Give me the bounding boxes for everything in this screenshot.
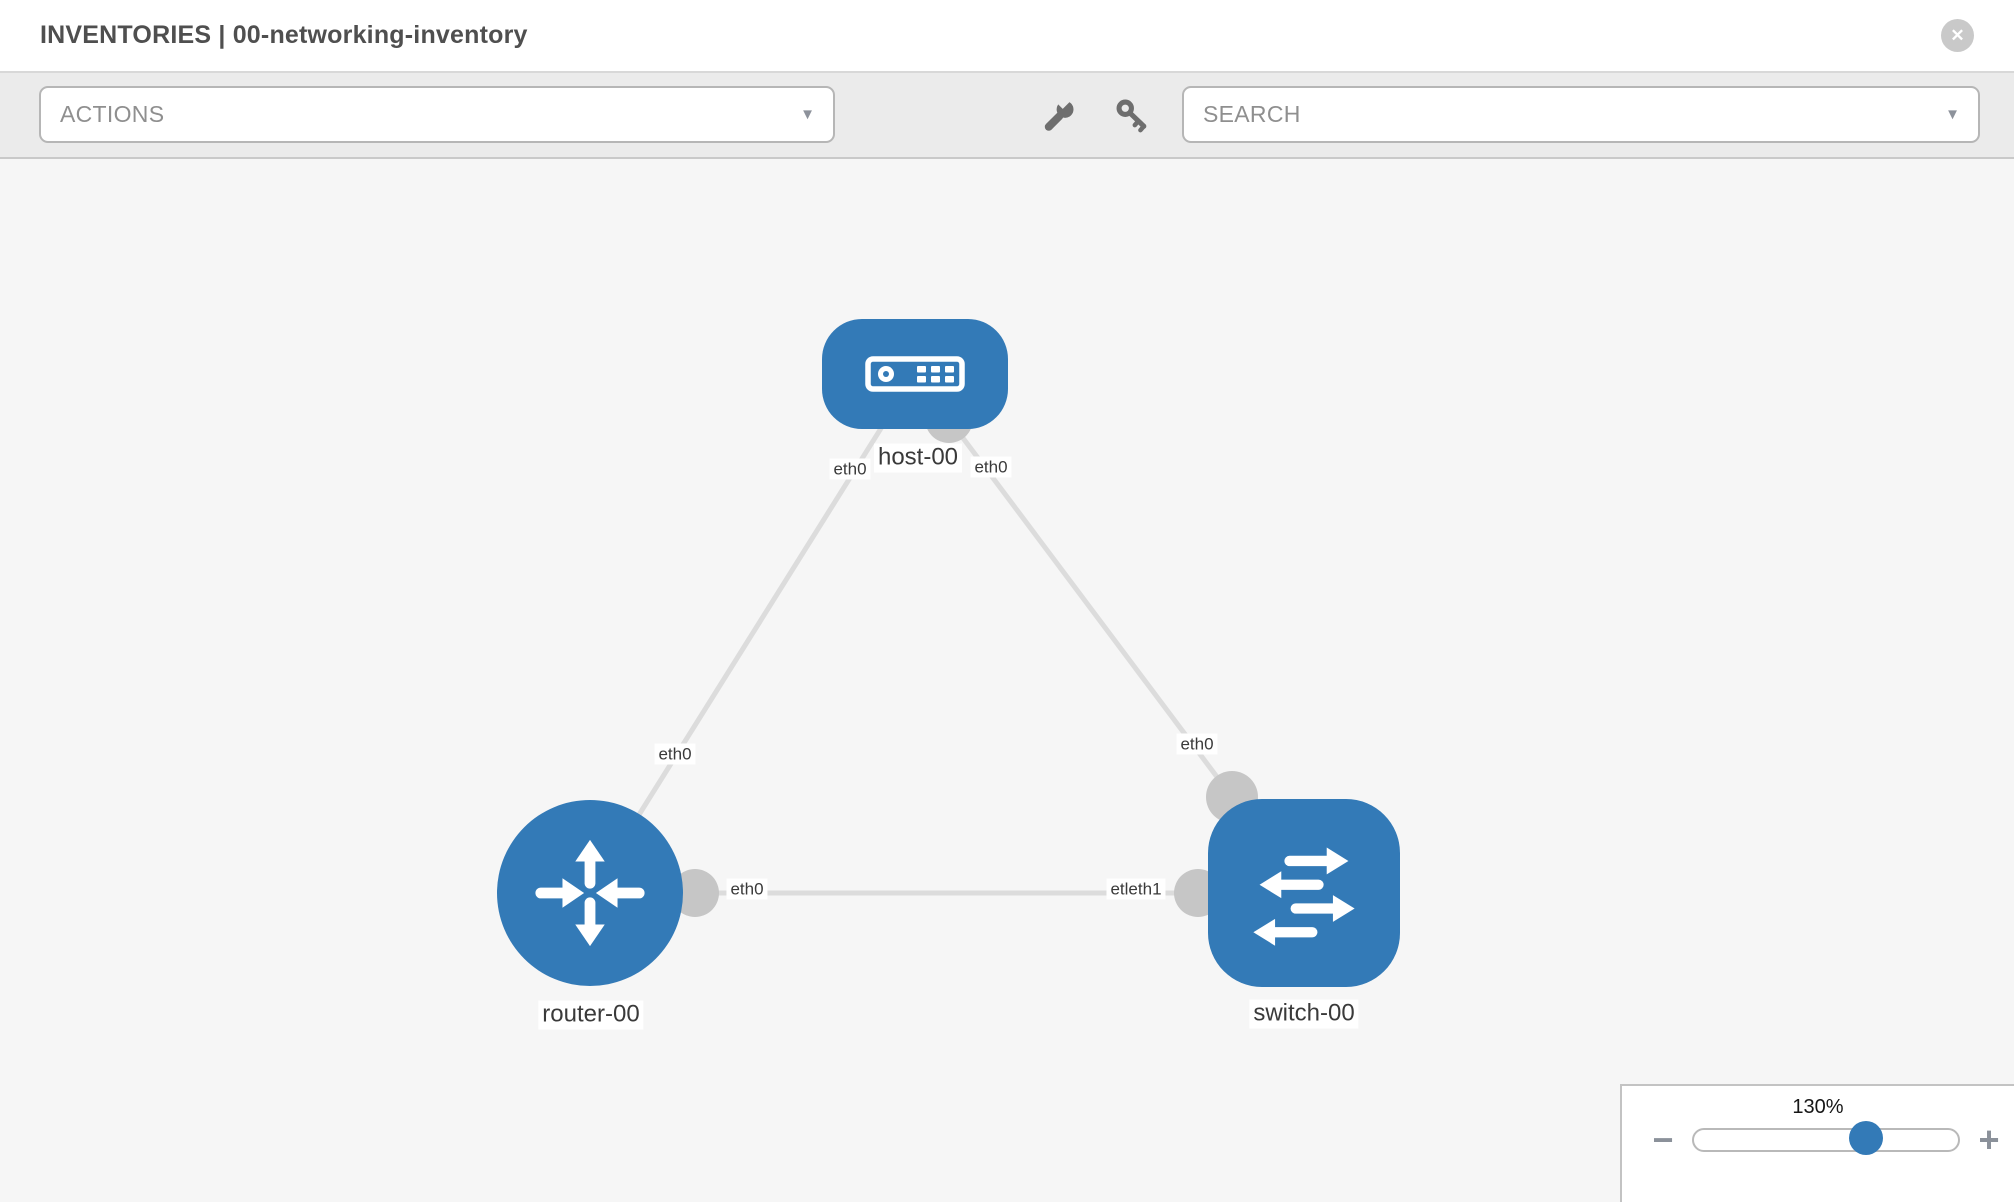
interface-label: eth0 [970,456,1012,478]
node-label: host-00 [873,443,963,473]
interface-label: etleth1 [1106,878,1166,900]
actions-dropdown-label: ACTIONS [60,101,165,127]
interface-label: eth0 [726,878,768,900]
search-dropdown-label: SEARCH [1203,101,1301,127]
zoom-panel: 130% − + [1620,1084,2014,1202]
close-button[interactable]: ✕ [1941,19,1974,52]
zoom-controls-row: − + [1622,1121,2014,1158]
node-host-00[interactable] [822,319,1008,429]
zoom-in-button[interactable]: + [1976,1122,2002,1158]
zoom-slider-knob[interactable] [1849,1121,1883,1155]
header: INVENTORIES | 00-networking-inventory ✕ [0,0,2014,73]
interface-label: eth0 [654,743,696,765]
zoom-level-value: 130% [1792,1096,1844,1118]
zoom-out-button[interactable]: − [1650,1122,1676,1158]
search-dropdown[interactable]: SEARCH ▼ [1182,86,1980,143]
actions-dropdown[interactable]: ACTIONS ▼ [39,86,835,143]
chevron-down-icon: ▼ [800,105,815,123]
node-label: switch-00 [1249,999,1359,1029]
node-label: router-00 [538,1000,644,1030]
interface-label: eth0 [829,458,871,480]
interface-label: eth0 [1176,733,1218,755]
page-title: INVENTORIES | 00-networking-inventory [40,21,528,49]
switch-icon [1242,831,1366,955]
node-switch-00[interactable] [1208,799,1400,987]
zoom-slider[interactable] [1692,1121,1960,1155]
key-icon[interactable] [1114,97,1150,133]
toolbar-tools [1042,86,1150,143]
port-circle [671,869,719,917]
wrench-icon[interactable] [1042,96,1078,133]
router-icon [531,834,649,952]
chevron-down-icon: ▼ [1945,105,1960,123]
node-router-00[interactable] [497,800,683,986]
links-layer [587,372,1307,917]
host-icon [865,355,965,393]
toolbar: ACTIONS ▼ SEARCH ▼ [0,73,2014,159]
topology-canvas[interactable]: host-00 router-00 switch-00 eth0 eth0 eth0 eth… [0,159,2014,1202]
close-icon: ✕ [1950,26,1965,45]
